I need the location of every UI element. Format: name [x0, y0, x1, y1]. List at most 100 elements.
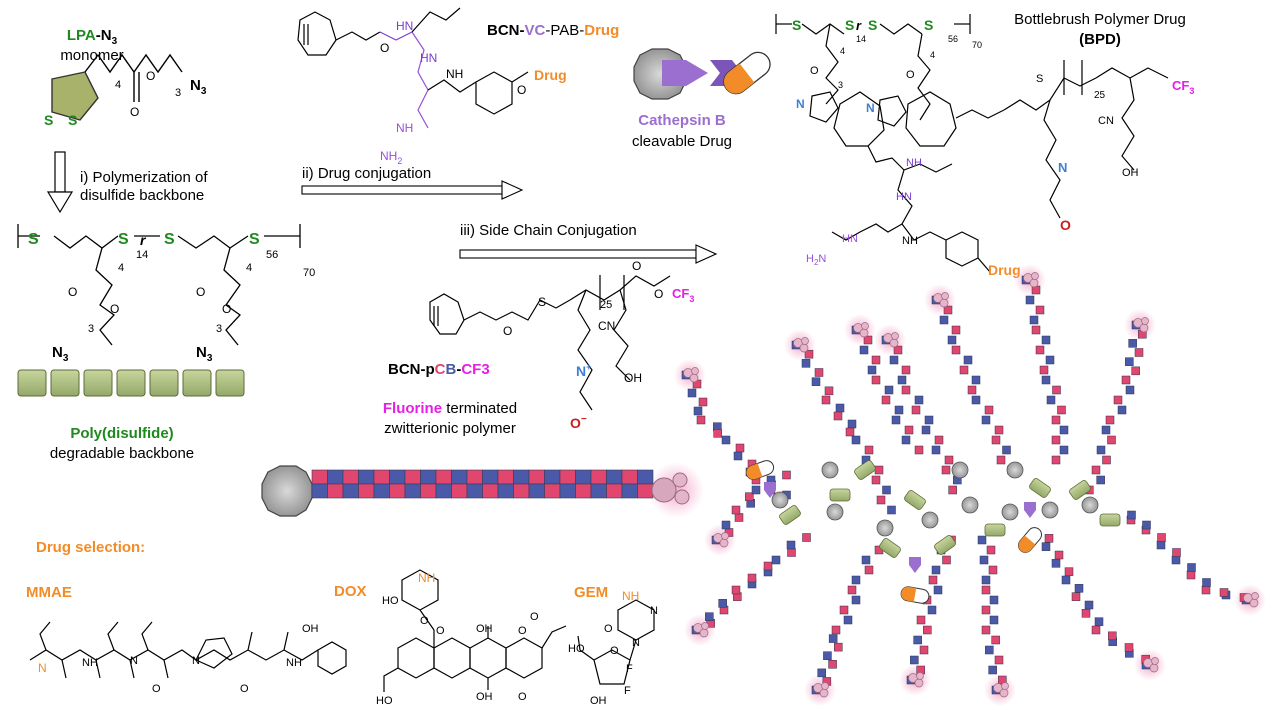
zwitterion-block [575, 469, 592, 485]
brush-block [698, 397, 708, 407]
mmae-structure [29, 621, 347, 679]
backbone-s2: S [118, 231, 129, 248]
core-bead [921, 511, 939, 529]
brush-block [843, 615, 853, 625]
brush-block [939, 315, 949, 325]
brush-block [863, 335, 873, 345]
brush-block [916, 615, 926, 625]
bpd-title: Bottlebrush Polymer Drug [1014, 11, 1186, 28]
brush-block [763, 561, 773, 571]
dox-o4: O [518, 691, 527, 703]
brush-block [927, 605, 937, 615]
backbone-block [934, 535, 956, 555]
brush-block [1031, 325, 1041, 335]
brush-block [986, 545, 996, 555]
backbone-subtitle: degradable backbone [50, 445, 194, 462]
brush-block [1052, 385, 1061, 395]
brush-block [1059, 445, 1069, 455]
brush-block [891, 415, 901, 425]
brush-block [994, 425, 1004, 435]
backbone-o1: O [68, 285, 77, 299]
core-bead [876, 519, 894, 537]
brush-block [839, 605, 849, 615]
brush-block [951, 325, 961, 335]
brush-block [933, 585, 943, 595]
brush-strand [1014, 264, 1069, 465]
zwitterion-block [311, 469, 328, 485]
brush-block [1045, 355, 1055, 365]
zwitterion-block [358, 469, 375, 485]
mmae-o1: O [152, 683, 161, 695]
brush-block [845, 427, 855, 437]
brush-block [893, 345, 903, 355]
zwitterion-block [327, 483, 344, 499]
zwitterion-block [342, 469, 359, 485]
linker-title: BCN-VC-PAB-Drug [487, 22, 619, 39]
fluorine-bead [1149, 663, 1159, 673]
dox-ho2: HO [376, 695, 393, 707]
bpd-sub4b: 4 [930, 50, 935, 60]
brush-block [1091, 625, 1101, 635]
zwitterion-block [327, 469, 344, 485]
backbone-sub4b: 4 [246, 262, 252, 274]
brush-block [951, 345, 961, 355]
bottlebrush-cartoon [674, 264, 1266, 706]
zwitterion-block [389, 483, 406, 499]
cleavage-arrow-icon [1024, 502, 1036, 518]
cathepsin-cartoon [633, 48, 771, 100]
brush-block [882, 485, 891, 495]
core-bead [826, 503, 844, 521]
brush-block [1172, 548, 1181, 557]
backbone-block [1069, 480, 1091, 500]
zwitterion-block [559, 469, 576, 485]
brush-block [1187, 563, 1196, 572]
brush-block [931, 565, 941, 575]
bpd-o1: O [810, 65, 819, 77]
brush-block [894, 405, 904, 415]
brush-strand [977, 535, 1016, 706]
brush-block [921, 425, 931, 435]
arrow-side-chain-conjugation [459, 244, 718, 264]
brush-block [1051, 455, 1061, 465]
dithiolane-ring [51, 71, 99, 121]
fluorine-bead [999, 688, 1009, 698]
bpd-hn: NH [906, 157, 922, 169]
brush-block [847, 585, 857, 595]
brush-block [747, 573, 757, 583]
fluorine-bead [819, 688, 829, 698]
brush-block [991, 635, 1000, 645]
dox-oh1: OH [476, 623, 493, 635]
brush-block [941, 465, 951, 475]
bpd-sub70: 70 [972, 40, 982, 50]
zwitterion-block [606, 469, 623, 485]
brush-block [1061, 575, 1071, 585]
backbone-o4: O [222, 302, 231, 316]
dox-ho: HO [382, 595, 399, 607]
brush-block [1201, 585, 1211, 595]
brush-block [1156, 540, 1166, 550]
fluorine-bead [889, 338, 899, 348]
brush-block [801, 359, 811, 368]
brush-block [745, 492, 754, 501]
brush-block [913, 635, 922, 645]
gem-f1: F [626, 663, 633, 675]
fluorine-bead [1151, 657, 1159, 665]
fluorine-bead [939, 298, 949, 308]
zwitterion-block [451, 469, 468, 485]
mmae-oh: OH [302, 623, 319, 635]
pcb-nplus: N+ [576, 362, 591, 379]
brush-block [901, 435, 911, 445]
brush-block [1113, 395, 1123, 405]
pcb-title: BCN-pCB-CF3 [388, 361, 490, 378]
brush-block [834, 642, 843, 652]
monomer-title: LPA-N3 [67, 27, 118, 47]
fluorine-bead [1029, 278, 1039, 288]
backbone-block [984, 523, 1006, 537]
monomer-n3: N3 [190, 77, 207, 97]
brush-block [967, 385, 977, 395]
zwitterion-block [575, 483, 592, 499]
brush-block [887, 505, 896, 515]
brush-block [1051, 435, 1061, 445]
brush-block [901, 365, 911, 375]
dox-nh: NH [418, 571, 435, 585]
